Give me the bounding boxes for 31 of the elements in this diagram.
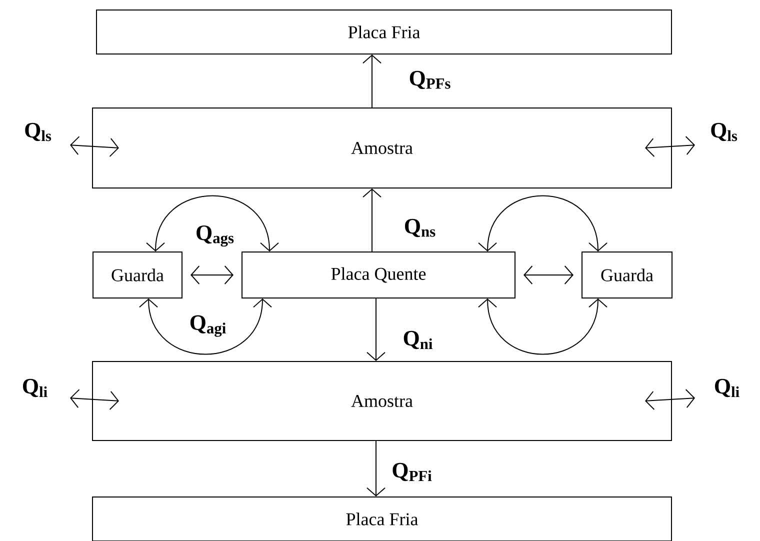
arrow bbox=[366, 298, 386, 361]
arrow bbox=[139, 298, 272, 355]
edge-label: Q$_{PFi}$ bbox=[392, 462, 432, 482]
arrow bbox=[645, 389, 695, 410]
arrow bbox=[645, 136, 695, 157]
arrow bbox=[190, 266, 234, 284]
edge-label: Q$_{ags}$ bbox=[196, 225, 234, 247]
edge-label: Q$_{agi}$ bbox=[190, 315, 226, 337]
plate-box: Amostra bbox=[92, 108, 672, 188]
guard-box: Guarda bbox=[582, 252, 672, 298]
arrow bbox=[478, 195, 608, 252]
edge-label: Q$_{ni}$ bbox=[404, 330, 432, 350]
edge-label: Q$_{ls}$ bbox=[711, 122, 738, 142]
arrow bbox=[362, 188, 382, 252]
arrow bbox=[70, 136, 119, 157]
edge-label: Q$_{li}$ bbox=[23, 378, 48, 398]
edge-label: Q$_{ls}$ bbox=[25, 122, 52, 142]
plate-box: Placa Fria bbox=[92, 496, 672, 541]
edge-label: Q$_{PFs}$ bbox=[410, 70, 450, 90]
arrow bbox=[366, 440, 386, 496]
plate-box: Amostra bbox=[92, 361, 672, 441]
arrow bbox=[146, 195, 279, 252]
arrow bbox=[478, 298, 608, 355]
plate-box: Placa Quente bbox=[242, 252, 516, 298]
plate-box: Placa Fria bbox=[96, 10, 672, 54]
arrow bbox=[524, 266, 574, 284]
arrow bbox=[70, 389, 119, 410]
edge-label: Q$_{ns}$ bbox=[405, 218, 436, 238]
guard-box: Guarda bbox=[92, 252, 182, 298]
edge-label: Q$_{li}$ bbox=[715, 378, 740, 398]
arrow bbox=[362, 54, 382, 108]
